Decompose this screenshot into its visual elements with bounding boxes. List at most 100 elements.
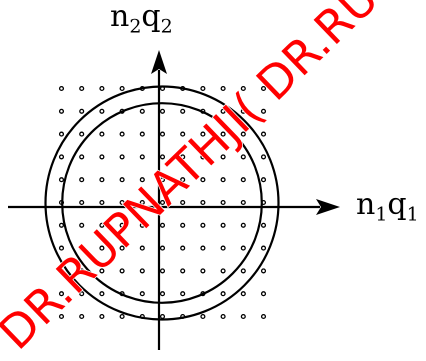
lattice-point (180, 245, 186, 251)
lattice-point (58, 245, 65, 251)
lattice-point (159, 177, 166, 183)
lattice-point (200, 131, 206, 137)
lattice-point (180, 154, 186, 160)
lattice-point (119, 177, 125, 183)
lattice-point (260, 313, 267, 320)
y-axis-arrowhead (151, 50, 167, 74)
lattice-point (220, 108, 226, 114)
lattice-point (220, 177, 226, 183)
lattice-point (79, 268, 85, 274)
lattice-point (58, 108, 65, 114)
lattice-point (79, 154, 85, 160)
lattice-point (119, 245, 125, 251)
lattice-point (200, 268, 206, 274)
lattice-point (220, 154, 226, 160)
lattice-point (180, 108, 186, 114)
y-axis-label: n2q2 (110, 0, 173, 38)
lattice-point (159, 291, 166, 297)
x-axis-label: n1q1 (356, 187, 419, 226)
lattice-point (139, 222, 145, 228)
lattice-point (79, 177, 85, 183)
lattice-point (139, 199, 145, 206)
lattice-point (260, 154, 267, 160)
lattice-point (159, 313, 166, 320)
lattice-point (180, 291, 186, 297)
lattice-point (99, 108, 105, 114)
lattice-point (260, 222, 267, 228)
lattice-point (200, 245, 206, 251)
lattice-point (159, 268, 166, 274)
circles-group (44, 85, 280, 321)
lattice-point (220, 291, 226, 297)
lattice-point (180, 177, 186, 183)
lattice-point (58, 313, 65, 320)
lattice-point (220, 199, 226, 206)
lattice-point (99, 199, 105, 206)
lattice-point (240, 222, 246, 228)
lattice-point (200, 177, 206, 183)
lattice-point (79, 291, 85, 297)
lattice-point (99, 291, 105, 297)
lattice-point (139, 291, 145, 297)
lattice-point (240, 199, 246, 206)
lattice-point (139, 245, 145, 251)
outer-circle (44, 85, 280, 321)
lattice-point (58, 131, 65, 137)
lattice-point (119, 85, 125, 92)
lattice-point (99, 154, 105, 160)
lattice-point (79, 313, 85, 320)
lattice-point (58, 268, 65, 274)
lattice-point (180, 199, 186, 206)
lattice-point (200, 199, 206, 206)
lattice-point (119, 313, 125, 320)
lattice-point (240, 154, 246, 160)
inner-circle (61, 102, 263, 304)
lattice-point (58, 222, 65, 228)
lattice-point (240, 245, 246, 251)
lattice-point (260, 245, 267, 251)
lattice-point (79, 199, 85, 206)
lattice-point (79, 131, 85, 137)
lattice-point (159, 108, 166, 114)
lattice-point (79, 245, 85, 251)
lattice-point (99, 85, 105, 92)
lattice-point (159, 222, 166, 228)
lattice-point (260, 85, 267, 92)
lattice-point (79, 85, 85, 92)
lattice-point (58, 154, 65, 160)
lattice-point (200, 85, 206, 92)
lattice-point (240, 85, 246, 92)
x-axis-arrowhead (316, 199, 340, 215)
lattice-point (79, 108, 85, 114)
lattice-point (99, 268, 105, 274)
lattice-point (220, 222, 226, 228)
lattice-point (58, 85, 65, 92)
lattice-point (139, 268, 145, 274)
lattice-point (260, 291, 267, 297)
lattice-point (240, 131, 246, 137)
lattice-point (159, 154, 166, 160)
lattice-point (79, 222, 85, 228)
axes-group (8, 50, 340, 350)
lattice-point (99, 177, 105, 183)
lattice-point (260, 131, 267, 137)
lattice-point (260, 268, 267, 274)
lattice-point (180, 222, 186, 228)
lattice-point (200, 313, 206, 320)
lattice-point (99, 245, 105, 251)
lattice-point (159, 131, 166, 137)
lattice-point (200, 222, 206, 228)
lattice-point (139, 154, 145, 160)
lattice-point (58, 177, 65, 183)
lattice-point (180, 131, 186, 137)
lattice-point (119, 154, 125, 160)
lattice-point (139, 131, 145, 137)
lattice-point (240, 177, 246, 183)
lattice-point (220, 131, 226, 137)
lattice-point (58, 291, 65, 297)
lattice-point (240, 291, 246, 297)
lattice-point (139, 177, 145, 183)
